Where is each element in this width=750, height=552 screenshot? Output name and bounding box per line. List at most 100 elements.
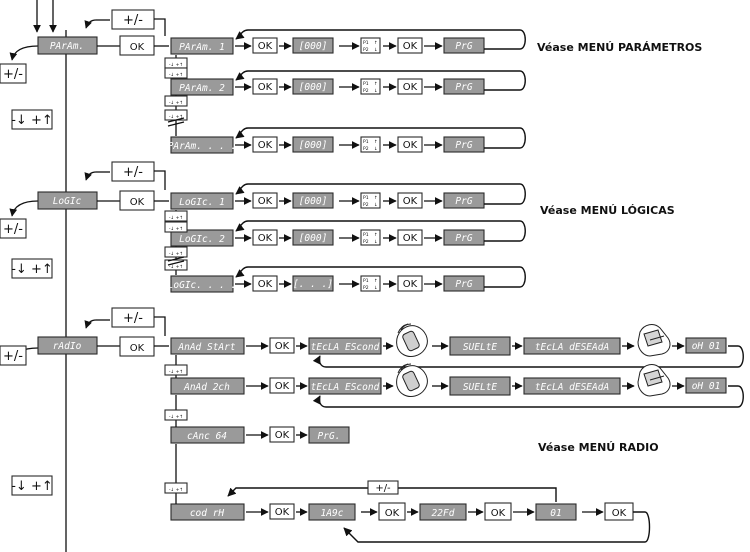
p1-p2-keys-1-1: P1P2 ↑↓ xyxy=(361,230,380,245)
svg-text:P2: P2 xyxy=(363,239,369,245)
ch-label: oH 01 xyxy=(692,381,721,392)
key-hidden-label: tEcLA EScond xyxy=(311,382,380,393)
ok-label: OK xyxy=(258,233,273,244)
remote-desired-key-icon xyxy=(638,365,670,396)
prg-label: PrG xyxy=(455,140,472,151)
key-desired-label: tEcLA dESEAdA xyxy=(535,342,609,353)
svg-text:P1: P1 xyxy=(363,139,369,145)
svg-text:↑: ↑ xyxy=(374,139,378,145)
value-label: [000] xyxy=(299,233,328,244)
ok-label: OK xyxy=(258,41,273,52)
plus-minus-label: +/- xyxy=(123,13,143,28)
svg-text:P1: P1 xyxy=(363,40,369,46)
p1-p2-keys-1-0: P1P2 ↑↓ xyxy=(361,193,380,208)
ok-label: OK xyxy=(258,82,273,93)
ok-label: OK xyxy=(403,279,418,290)
svg-text:↑: ↑ xyxy=(374,232,378,238)
up-down-small-1-210-0-label: -↓ +↑ xyxy=(169,215,183,221)
svg-text:P1: P1 xyxy=(363,278,369,284)
svg-text:OK: OK xyxy=(130,42,145,53)
up-down-small-1-246-0-label: -↓ +↑ xyxy=(169,251,183,257)
item-label-1-2: LoGIc. . . . xyxy=(168,280,237,291)
ok-label: OK xyxy=(275,341,290,352)
svg-text:rAdIo: rAdIo xyxy=(53,341,82,352)
svg-text:-↓ +↑: -↓ +↑ xyxy=(11,113,53,128)
ok-label: OK xyxy=(258,140,273,151)
code-2-label: 22Fd xyxy=(432,508,455,519)
up-down-small-0-55-0-label: -↓ +↑ xyxy=(169,62,183,68)
remote-desired-key-icon xyxy=(638,325,670,356)
svg-text:P2: P2 xyxy=(363,146,369,152)
remote-hidden-key-icon xyxy=(397,364,428,397)
plus-minus-cod-label: +/- xyxy=(375,483,391,494)
svg-text:+/-: +/- xyxy=(123,165,143,180)
svg-text:-↓ +↑: -↓ +↑ xyxy=(11,262,53,277)
note-radio: Véase MENÚ RADIO xyxy=(538,441,659,454)
canc-64-label: cAnc 64 xyxy=(187,431,227,442)
svg-text:↓: ↓ xyxy=(374,239,378,245)
svg-text:↓: ↓ xyxy=(374,285,378,291)
value-label: [000] xyxy=(299,82,328,93)
svg-text:+/-: +/- xyxy=(3,222,23,237)
ok-label: OK xyxy=(403,82,418,93)
svg-text:P1: P1 xyxy=(363,232,369,238)
svg-text:+/-: +/- xyxy=(123,311,143,326)
prg-label: PrG xyxy=(455,196,472,207)
up-down-small-1-210-1-label: -↓ +↑ xyxy=(169,226,183,232)
svg-text:+/-: +/- xyxy=(3,349,23,364)
release-label: SUELtE xyxy=(463,382,498,393)
svg-text:P1: P1 xyxy=(363,195,369,201)
prg-label: PrG xyxy=(455,82,472,93)
svg-text:PArAm.: PArAm. xyxy=(50,41,84,52)
ok-label: OK xyxy=(275,430,290,441)
svg-text:P2: P2 xyxy=(363,47,369,53)
prg-label: PrG xyxy=(455,279,472,290)
ok-label: OK xyxy=(612,508,627,519)
value-label: [000] xyxy=(299,41,328,52)
ok-label: OK xyxy=(403,233,418,244)
svg-text:OK: OK xyxy=(130,343,145,354)
svg-text:P2: P2 xyxy=(363,202,369,208)
svg-text:-↓ +↑: -↓ +↑ xyxy=(11,479,53,494)
ok-label: OK xyxy=(258,279,273,290)
svg-text:↑: ↑ xyxy=(374,195,378,201)
anad-2ch-label: AnAd 2ch xyxy=(183,382,230,393)
svg-text:P2: P2 xyxy=(363,88,369,94)
remote-hidden-key-icon xyxy=(397,324,428,357)
svg-text:↑: ↑ xyxy=(374,278,378,284)
code-1-label: 1A9c xyxy=(321,508,344,519)
svg-text:P2: P2 xyxy=(363,285,369,291)
svg-text:↓: ↓ xyxy=(374,202,378,208)
ch-label: oH 01 xyxy=(692,341,721,352)
ok-label: OK xyxy=(385,508,400,519)
ok-label: OK xyxy=(275,381,290,392)
key-desired-label: tEcLA dESEAdA xyxy=(535,382,609,393)
svg-text:+/-: +/- xyxy=(3,67,23,82)
up-down-small-0-55-1-label: -↓ +↑ xyxy=(169,72,183,78)
note-param: Véase MENÚ PARÁMETROS xyxy=(537,41,702,54)
release-label: SUELtE xyxy=(463,342,498,353)
svg-text:P1: P1 xyxy=(363,81,369,87)
up-down-small-radio-3-label: -↓ +↑ xyxy=(169,487,183,493)
ok-label: OK xyxy=(258,196,273,207)
item-label-1-0: LoGIc. 1 xyxy=(179,197,225,208)
cod-rh-label: cod rH xyxy=(190,508,225,519)
up-down-small-radio-2-label: -↓ +↑ xyxy=(169,414,183,420)
svg-text:↓: ↓ xyxy=(374,146,378,152)
up-down-small-radio-1-label: -↓ +↑ xyxy=(169,369,183,375)
ok-label: OK xyxy=(403,196,418,207)
up-down-small-0-95-0-label: -↓ +↑ xyxy=(169,100,183,106)
prg-label: PrG xyxy=(455,41,472,52)
svg-text:↑: ↑ xyxy=(374,40,378,46)
value-label: [000] xyxy=(299,196,328,207)
svg-text:LoGIc: LoGIc xyxy=(53,196,82,207)
item-label-0-1: PArAm. 2 xyxy=(179,83,225,94)
ok-label: OK xyxy=(403,140,418,151)
item-label-0-0: PArAm. 1 xyxy=(179,42,225,53)
prg-canc-label: PrG. xyxy=(318,431,341,442)
